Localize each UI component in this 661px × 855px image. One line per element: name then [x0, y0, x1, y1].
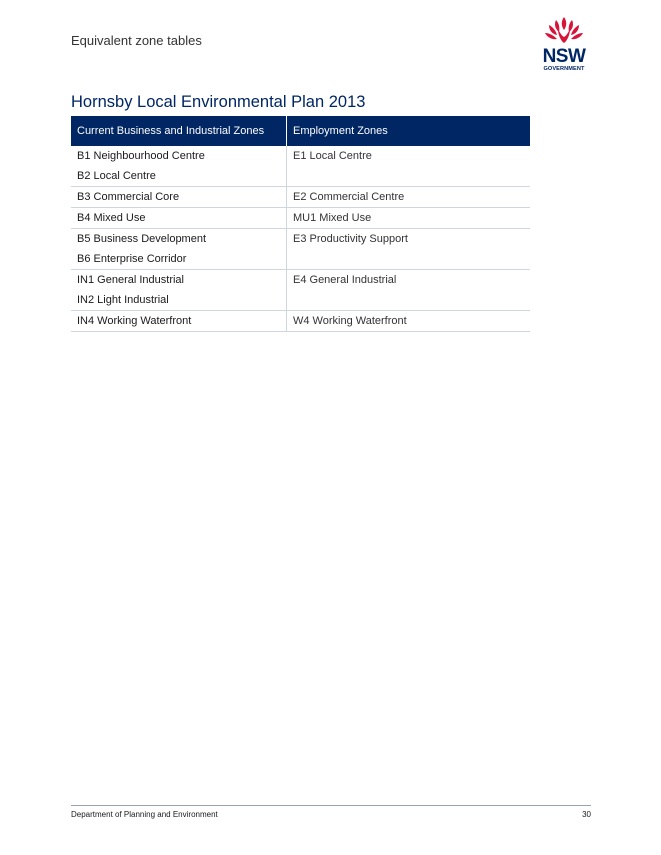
- footer-divider: [71, 805, 591, 806]
- current-zones-cell: B5 Business Development B6 Enterprise Cor…: [71, 228, 287, 270]
- employment-zone-cell: E1 Local Centre: [286, 146, 530, 187]
- current-zone-label: B6 Enterprise Corridor: [77, 253, 187, 265]
- table-header-row: Current Business and Industrial Zones Em…: [71, 116, 530, 146]
- current-zone-label: IN4 Working Waterfront: [77, 315, 192, 327]
- employment-zone-label: MU1 Mixed Use: [293, 212, 372, 224]
- page-number: 30: [582, 810, 591, 819]
- current-zone-label: IN2 Light Industrial: [77, 294, 169, 306]
- employment-zone-cell: E2 Commercial Centre: [286, 186, 530, 208]
- table-row: B3 Commercial Core E2 Commercial Centre: [71, 186, 530, 208]
- employment-zone-label: E4 General Industrial: [293, 274, 397, 286]
- current-zones-cell: IN4 Working Waterfront: [71, 310, 287, 332]
- current-zones-cell: B1 Neighbourhood Centre B2 Local Centre: [71, 146, 287, 187]
- current-zone-label: B2 Local Centre: [77, 170, 156, 182]
- employment-zone-cell: E4 General Industrial: [286, 269, 530, 311]
- table-row: B5 Business Development B6 Enterprise Cor…: [71, 228, 530, 270]
- zone-equivalence-table: Current Business and Industrial Zones Em…: [71, 116, 530, 332]
- column-header-current-zones: Current Business and Industrial Zones: [71, 116, 287, 146]
- employment-zone-cell: MU1 Mixed Use: [286, 207, 530, 229]
- employment-zone-cell: E3 Productivity Support: [286, 228, 530, 270]
- current-zone-label: B3 Commercial Core: [77, 191, 180, 203]
- nsw-government-logo: NSW GOVERNMENT: [537, 15, 591, 75]
- current-zone-label: B1 Neighbourhood Centre: [77, 150, 205, 162]
- current-zones-cell: B3 Commercial Core: [71, 186, 287, 208]
- current-zones-cell: B4 Mixed Use: [71, 207, 287, 229]
- employment-zone-label: E2 Commercial Centre: [293, 191, 405, 203]
- document-title: Hornsby Local Environmental Plan 2013: [71, 93, 366, 111]
- current-zone-label: B5 Business Development: [77, 233, 207, 245]
- footer-department: Department of Planning and Environment: [71, 810, 218, 819]
- employment-zone-label: W4 Working Waterfront: [293, 315, 407, 327]
- current-zone-label: IN1 General Industrial: [77, 274, 184, 286]
- employment-zone-cell: W4 Working Waterfront: [286, 310, 530, 332]
- table-row: IN4 Working Waterfront W4 Working Waterfr…: [71, 310, 530, 332]
- table-row: B1 Neighbourhood Centre B2 Local Centre E1…: [71, 146, 530, 187]
- employment-zone-label: E3 Productivity Support: [293, 233, 408, 245]
- waratah-icon: [545, 17, 583, 43]
- logo-text-government: GOVERNMENT: [543, 66, 585, 72]
- table-row: B4 Mixed Use MU1 Mixed Use: [71, 207, 530, 229]
- logo-text-nsw: NSW: [542, 46, 586, 67]
- current-zone-label: B4 Mixed Use: [77, 212, 146, 224]
- section-title: Equivalent zone tables: [71, 33, 202, 48]
- employment-zone-label: E1 Local Centre: [293, 150, 372, 162]
- column-header-employment-zones: Employment Zones: [286, 116, 530, 146]
